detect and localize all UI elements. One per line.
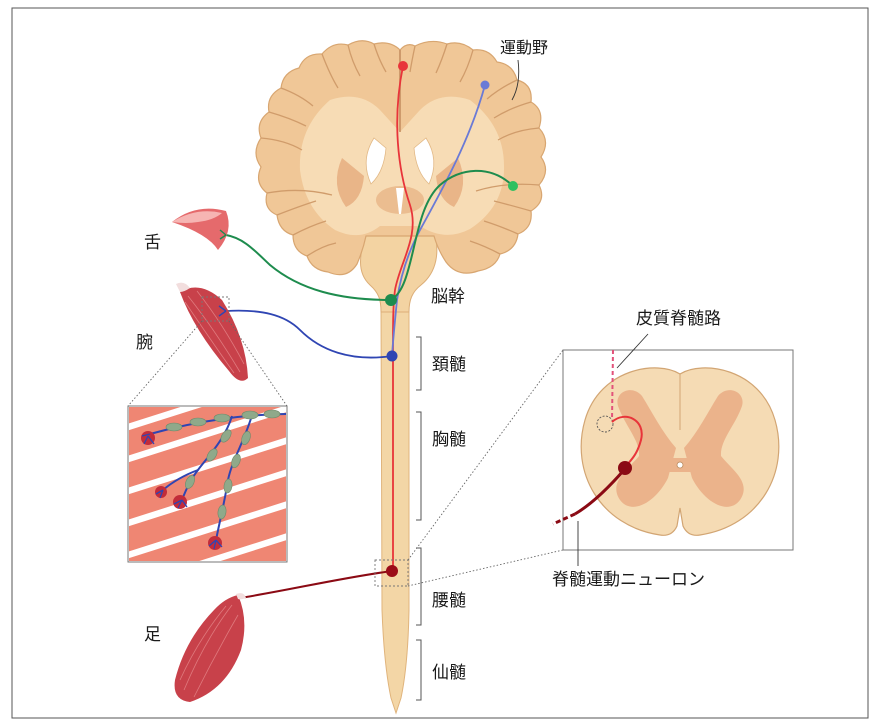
- green-neuron-cell-body-brainstem: [385, 294, 397, 306]
- corticospinal-tract-label: 皮質脊髄路: [636, 309, 721, 329]
- leg-label: 足: [144, 625, 161, 645]
- sacral-cord-label: 仙髄: [432, 663, 466, 683]
- myelin-segment: [166, 423, 182, 431]
- dark-red-neuron-cell-body-lumbar: [386, 565, 398, 577]
- central-canal: [677, 462, 683, 468]
- brainstem-label: 脳幹: [431, 286, 465, 307]
- spinal-motor-neuron-label: 脊髄運動ニューロン: [552, 570, 705, 590]
- myelin-segment: [190, 418, 206, 426]
- myelin-segment: [214, 414, 230, 422]
- thoracic-cord-label: 胸髄: [432, 430, 466, 450]
- arm-label: 腕: [136, 333, 153, 353]
- blue-neuron-cell-body-cortex: [481, 81, 490, 90]
- green-neuron-cell-body-cortex: [508, 181, 518, 191]
- blue-neuron-cell-body-cervical: [387, 351, 398, 362]
- motor-cortex-label: 運動野: [500, 38, 548, 57]
- red-neuron-cell-body: [398, 61, 408, 71]
- spinal-cord-cross-section-inset: [553, 350, 793, 550]
- myelin-segment: [264, 410, 280, 418]
- cervical-cord-label: 頚髄: [432, 355, 466, 375]
- myelin-segment: [242, 411, 258, 419]
- tongue-label: 舌: [144, 233, 161, 253]
- spinal-cord: [381, 305, 409, 713]
- end-plate: [173, 495, 187, 509]
- lumbar-cord-label: 腰髄: [432, 591, 466, 611]
